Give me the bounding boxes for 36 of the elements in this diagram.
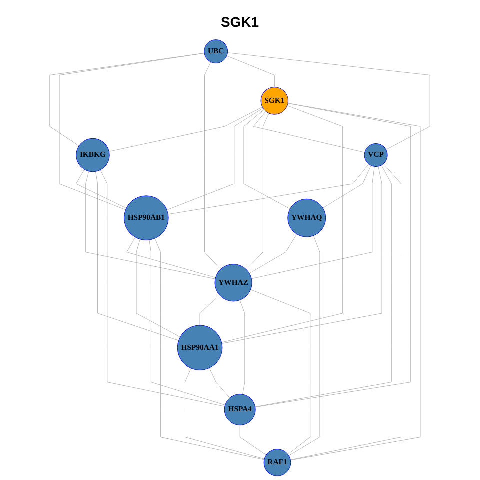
connector xyxy=(95,171,180,341)
connector xyxy=(251,166,375,280)
connector xyxy=(50,52,205,146)
connector xyxy=(136,239,181,338)
connector xyxy=(322,165,372,208)
connector xyxy=(244,109,290,210)
connector xyxy=(204,62,222,270)
connector xyxy=(209,368,230,398)
connector xyxy=(288,103,421,461)
connector xyxy=(184,368,265,460)
diagram-title: SGK1 xyxy=(220,14,260,30)
connector xyxy=(222,166,382,344)
connector xyxy=(168,164,370,215)
connector xyxy=(240,425,267,456)
connector xyxy=(290,164,402,460)
connector xyxy=(154,238,265,460)
connector xyxy=(200,295,220,326)
connector xyxy=(59,53,205,210)
connector xyxy=(255,165,392,408)
connector xyxy=(126,237,216,278)
connector xyxy=(250,290,311,455)
connector xyxy=(246,113,270,270)
connector xyxy=(76,169,127,209)
connector xyxy=(222,106,343,343)
connector xyxy=(227,52,430,150)
connector xyxy=(255,103,412,408)
connector xyxy=(288,236,320,456)
connector xyxy=(86,171,216,280)
connector xyxy=(100,170,226,407)
connector xyxy=(166,108,264,210)
connector xyxy=(149,240,226,406)
connector xyxy=(240,300,246,395)
connector xyxy=(226,56,275,88)
connector xyxy=(109,106,263,152)
connector xyxy=(253,111,366,153)
connector xyxy=(249,234,298,274)
